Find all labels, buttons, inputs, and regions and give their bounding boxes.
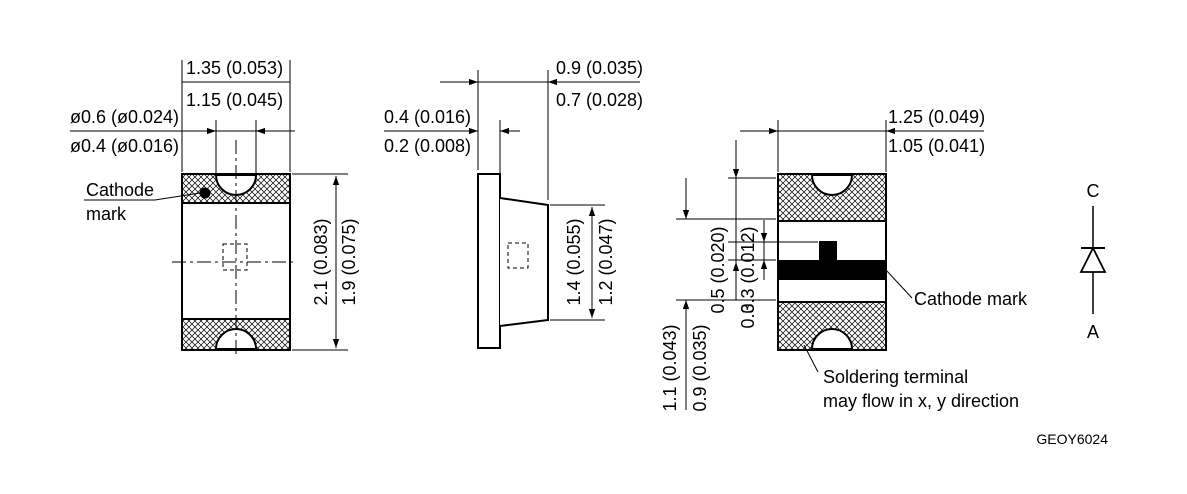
side-dim-depth-max: 0.9 (0.035) — [556, 58, 643, 78]
front-dim-hole-max: ø0.6 (ø0.024) — [70, 107, 179, 127]
side-dim-lead-min: 0.2 (0.008) — [384, 136, 471, 156]
bottom-dim-pad-min: 0.9 (0.035) — [690, 324, 710, 411]
side-lens — [499, 197, 549, 327]
cathode-dot — [199, 187, 211, 199]
side-dim-lead-max: 0.4 (0.016) — [384, 107, 471, 127]
bottom-dim-c: 0.3 — [738, 303, 758, 328]
cathode-label-line1: Cathode — [86, 180, 154, 200]
diode-symbol: C A — [1079, 181, 1107, 342]
bottom-top-notch — [810, 174, 854, 196]
anode-terminal-label: A — [1087, 322, 1099, 342]
side-dim-lens-min: 1.2 (0.047) — [596, 218, 616, 305]
bottom-dim-b: 0.3 (0.012) — [738, 226, 758, 313]
bottom-dim-pad-max: 1.1 (0.043) — [660, 324, 680, 411]
bottom-dim-width-max: 1.25 (0.049) — [888, 107, 985, 127]
bottom-dim-a: 0.5 (0.020) — [708, 226, 728, 313]
side-substrate — [477, 173, 501, 349]
solder-note-line1: Soldering terminal — [823, 367, 968, 387]
front-bottom-notch — [214, 328, 258, 350]
bottom-dim-width-min: 1.05 (0.041) — [888, 136, 985, 156]
side-dim-lens-max: 1.4 (0.055) — [564, 218, 584, 305]
side-view: 0.9 (0.035) 0.7 (0.028) 0.4 (0.016) 0.2 … — [384, 58, 643, 349]
drawing-id: GEOY6024 — [1036, 431, 1108, 447]
front-dim-height-min: 1.9 (0.075) — [339, 218, 359, 305]
cathode-terminal-label: C — [1087, 181, 1100, 201]
front-view: 1.35 (0.053) 1.15 (0.045) ø0.6 (ø0.024) … — [70, 58, 359, 355]
cathode-label-line2: mark — [86, 204, 127, 224]
front-dim-width-max: 1.35 (0.053) — [186, 58, 283, 78]
cathode-mark-tab — [819, 241, 837, 261]
bottom-bottom-notch — [810, 328, 854, 350]
side-chip-outline — [507, 242, 529, 269]
front-chip-outline — [222, 243, 248, 271]
bottom-cathode-mark-label: Cathode mark — [914, 289, 1028, 309]
solder-note-line2: may flow in x, y direction — [823, 391, 1019, 411]
bottom-view: 1.25 (0.049) 1.05 (0.041) 0.5 (0.020) 0.… — [660, 107, 1028, 412]
side-dim-depth-min: 0.7 (0.028) — [556, 90, 643, 110]
front-dim-height-max: 2.1 (0.083) — [311, 218, 331, 305]
front-dim-hole-min: ø0.4 (ø0.016) — [70, 136, 179, 156]
front-dim-width-min: 1.15 (0.045) — [186, 90, 283, 110]
cathode-mark-bar — [778, 260, 886, 280]
